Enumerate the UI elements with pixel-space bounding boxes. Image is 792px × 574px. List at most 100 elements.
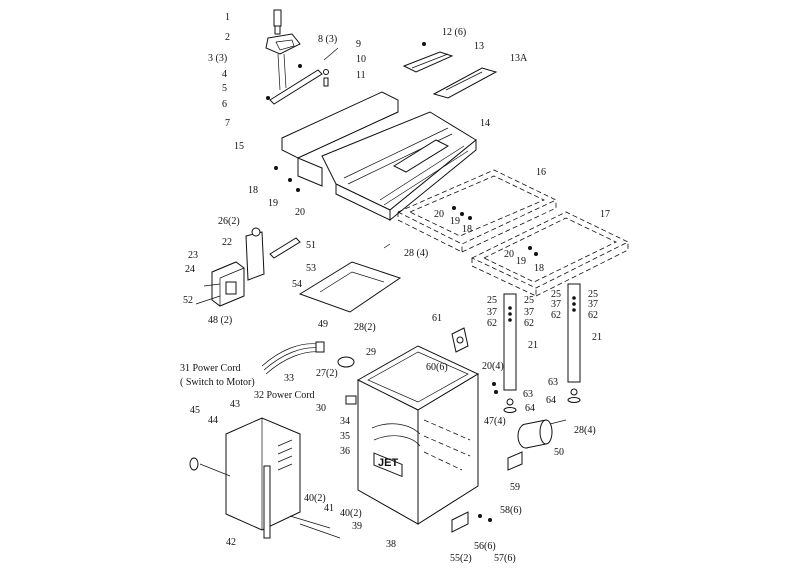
callout-23: 23 [188,250,198,261]
callout-52: 52 [183,295,193,306]
callout-27: 27(2) [316,368,338,379]
callout-labels: 1 2 3 (3) 4 5 6 7 8 (3) 9 10 11 12 (6) 1… [180,12,610,564]
table-insert-13a [432,67,498,99]
callout-19c: 19 [516,256,526,267]
callout-24: 24 [185,264,195,275]
callout-18b: 18 [462,224,472,235]
callout-62d: 62 [588,310,598,321]
callout-56: 56(6) [474,541,496,552]
callout-47: 47(4) [484,416,506,427]
splitter-hardware [323,47,339,87]
callout-63b: 63 [548,377,558,388]
callout-18c: 18 [534,263,544,274]
callout-49: 49 [318,319,328,330]
callout-3: 3 (3) [208,53,227,64]
callout-58: 58(6) [500,505,522,516]
callout-28c: 28(4) [574,425,596,436]
power-cords [261,341,325,375]
callout-62b: 62 [524,318,534,329]
callout-9: 9 [356,39,361,50]
callout-20a: 20 [295,207,305,218]
callout-43: 43 [230,399,240,410]
foot-55 [451,511,469,533]
foot-59 [507,451,523,471]
callout-35: 35 [340,431,350,442]
callout-31: 31 Power Cord [180,363,241,374]
callout-6: 6 [222,99,227,110]
callout-50: 50 [554,447,564,458]
callout-22: 22 [222,237,232,248]
callout-37d: 37 [588,299,598,310]
callout-19a: 19 [268,198,278,209]
extension-wing-16 [397,169,557,253]
callout-42: 42 [226,537,236,548]
dust-chute [298,261,402,313]
callout-61: 61 [432,313,442,324]
switch-box [211,261,245,307]
callout-37b: 37 [524,307,534,318]
callout-11: 11 [356,70,366,81]
brand-logo: JET [378,457,398,469]
switch-61 [451,327,469,353]
table-insert-13 [402,42,454,73]
callout-64b: 64 [546,395,556,406]
leg-left [503,293,517,413]
callout-40a: 40(2) [304,493,326,504]
callout-28a: 28 (4) [404,248,428,259]
dust-port [517,419,553,449]
callout-59: 59 [510,482,520,493]
motor-cover [189,417,301,539]
callout-34: 34 [340,416,350,427]
callout-57: 57(6) [494,553,516,564]
label-30 [345,395,357,405]
callout-7: 7 [225,118,230,129]
callout-31b: ( Switch to Motor) [180,377,255,388]
callout-10: 10 [356,54,366,65]
callout-20c: 20 [504,249,514,260]
callout-20d: 20(4) [482,361,504,372]
callout-40b: 40(2) [340,508,362,519]
table-top [281,91,477,222]
callout-29: 29 [366,347,376,358]
callout-62a: 62 [487,318,497,329]
callout-1: 1 [225,12,230,23]
blade-guard-assembly [265,9,323,105]
callout-63a: 63 [523,389,533,400]
callout-39: 39 [352,521,362,532]
callout-38: 38 [386,539,396,550]
callout-14: 14 [480,118,490,129]
callout-45: 45 [190,405,200,416]
callout-18a: 18 [248,185,258,196]
callout-2: 2 [225,32,230,43]
switch-bracket [245,227,301,281]
hardware [195,166,576,539]
callout-54: 54 [292,279,302,290]
callout-60: 60(6) [426,362,448,373]
leg-right [567,283,581,403]
callout-53: 53 [306,263,316,274]
callout-28b: 28(2) [354,322,376,333]
callout-32: 32 Power Cord [254,390,315,401]
callout-25b: 25 [524,295,534,306]
callout-17: 17 [600,209,610,220]
callout-48: 48 (2) [208,315,232,326]
callout-21b: 21 [592,332,602,343]
strain-relief-29 [337,356,355,368]
cabinet: JET [356,345,480,525]
callout-21a: 21 [528,340,538,351]
callout-4: 4 [222,69,227,80]
callout-51: 51 [306,240,316,251]
callout-26: 26(2) [218,216,240,227]
callout-62c: 62 [551,310,561,321]
callout-44: 44 [208,415,218,426]
callout-33: 33 [284,373,294,384]
callout-13: 13 [474,41,484,52]
callout-19b: 19 [450,216,460,227]
callout-12: 12 (6) [442,27,466,38]
callout-8: 8 (3) [318,34,337,45]
callout-5: 5 [222,83,227,94]
callout-16: 16 [536,167,546,178]
callout-41: 41 [324,503,334,514]
callout-25a: 25 [487,295,497,306]
